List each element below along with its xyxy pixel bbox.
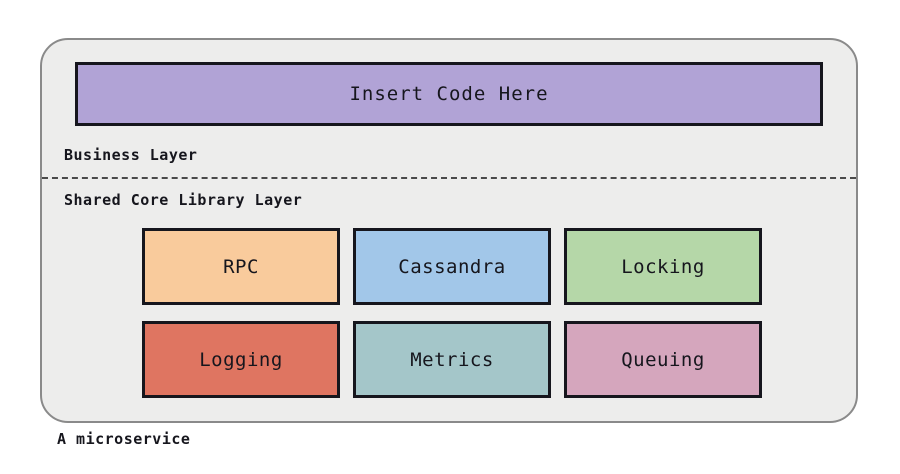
library-box-label: Cassandra [398,255,506,278]
library-box-label: Metrics [410,348,494,371]
microservice-container: Insert Code Here Business Layer Shared C… [40,38,858,423]
insert-code-here-box: Insert Code Here [75,62,823,126]
library-box-row-1: RPC Cassandra Locking [142,228,762,305]
library-box-label: RPC [223,255,259,278]
business-layer-label: Business Layer [64,146,198,164]
library-box-rpc: RPC [142,228,340,305]
library-box-label: Locking [621,255,705,278]
library-box-cassandra: Cassandra [353,228,551,305]
library-box-row-2: Logging Metrics Queuing [142,321,762,398]
layer-divider [42,177,856,179]
library-box-metrics: Metrics [353,321,551,398]
library-box-label: Logging [199,348,283,371]
library-box-locking: Locking [564,228,762,305]
insert-code-here-label: Insert Code Here [349,83,549,105]
diagram-caption: A microservice [57,430,191,448]
library-box-queuing: Queuing [564,321,762,398]
shared-core-library-layer-label: Shared Core Library Layer [64,191,303,209]
library-box-logging: Logging [142,321,340,398]
library-box-label: Queuing [621,348,705,371]
